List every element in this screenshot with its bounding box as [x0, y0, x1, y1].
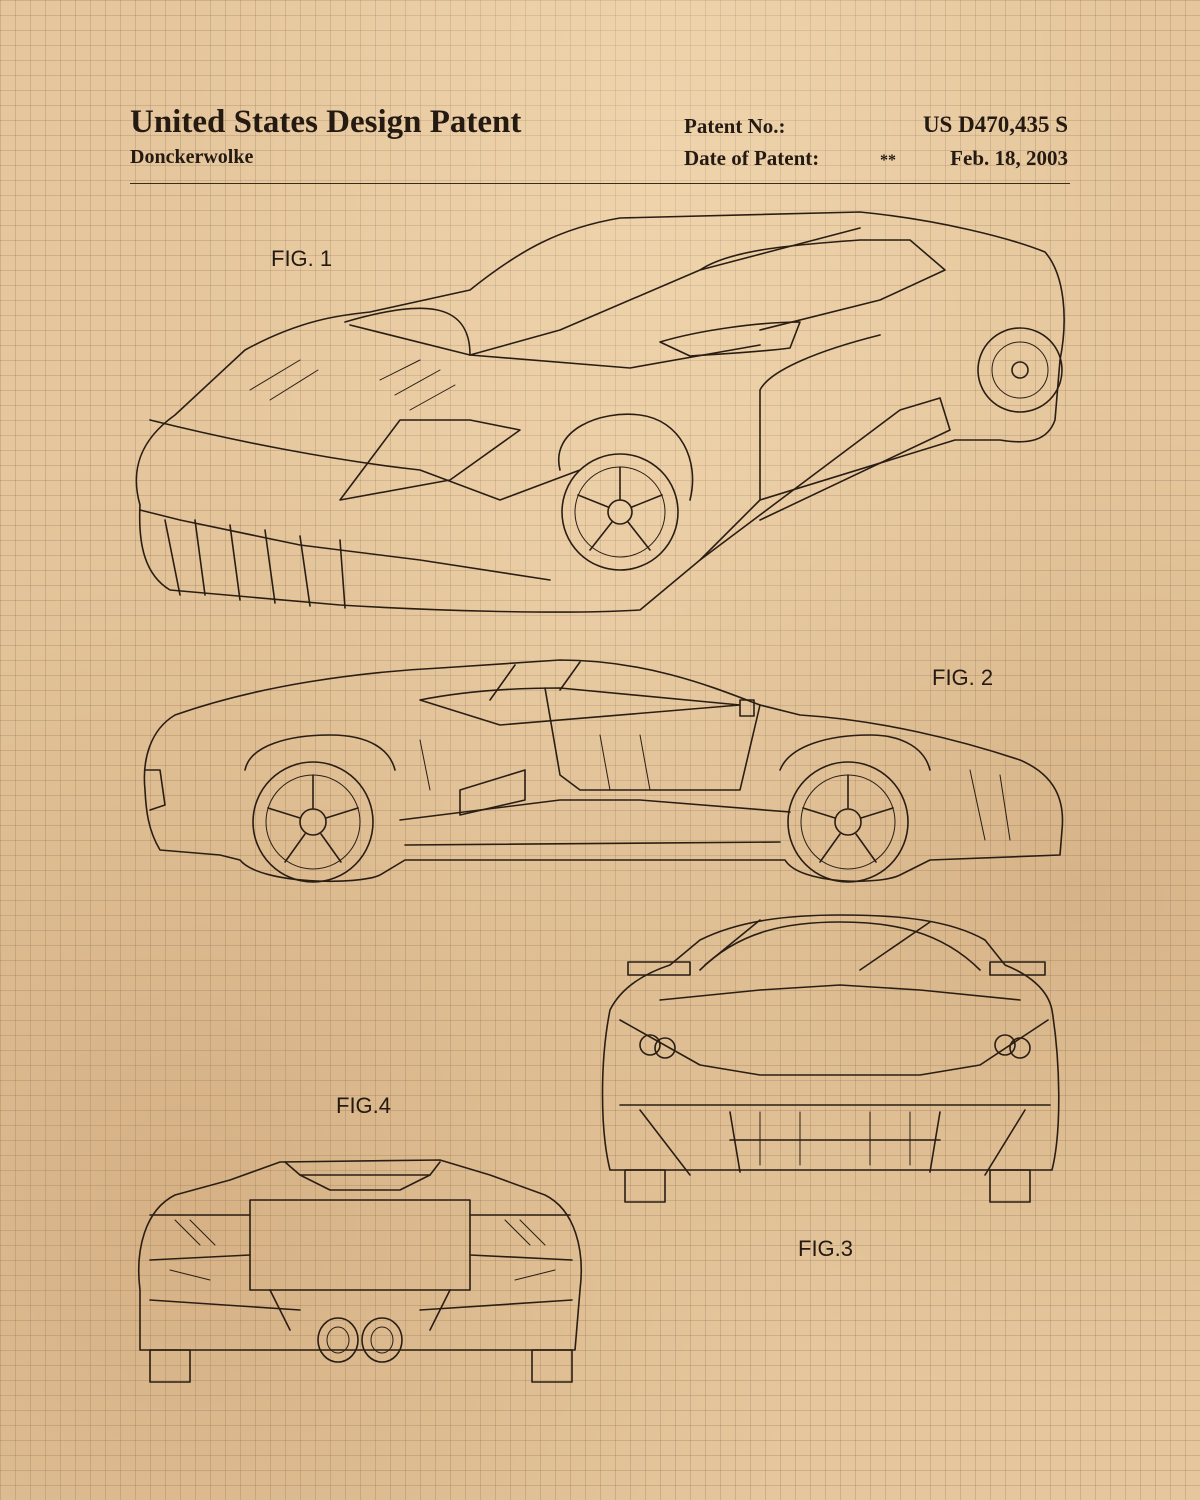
fig4-car-rear-drawing — [139, 1160, 581, 1382]
fig2-car-side-drawing — [144, 660, 1062, 882]
fig1-car-perspective-drawing — [136, 212, 1064, 612]
fig3-car-front-drawing — [603, 915, 1059, 1202]
